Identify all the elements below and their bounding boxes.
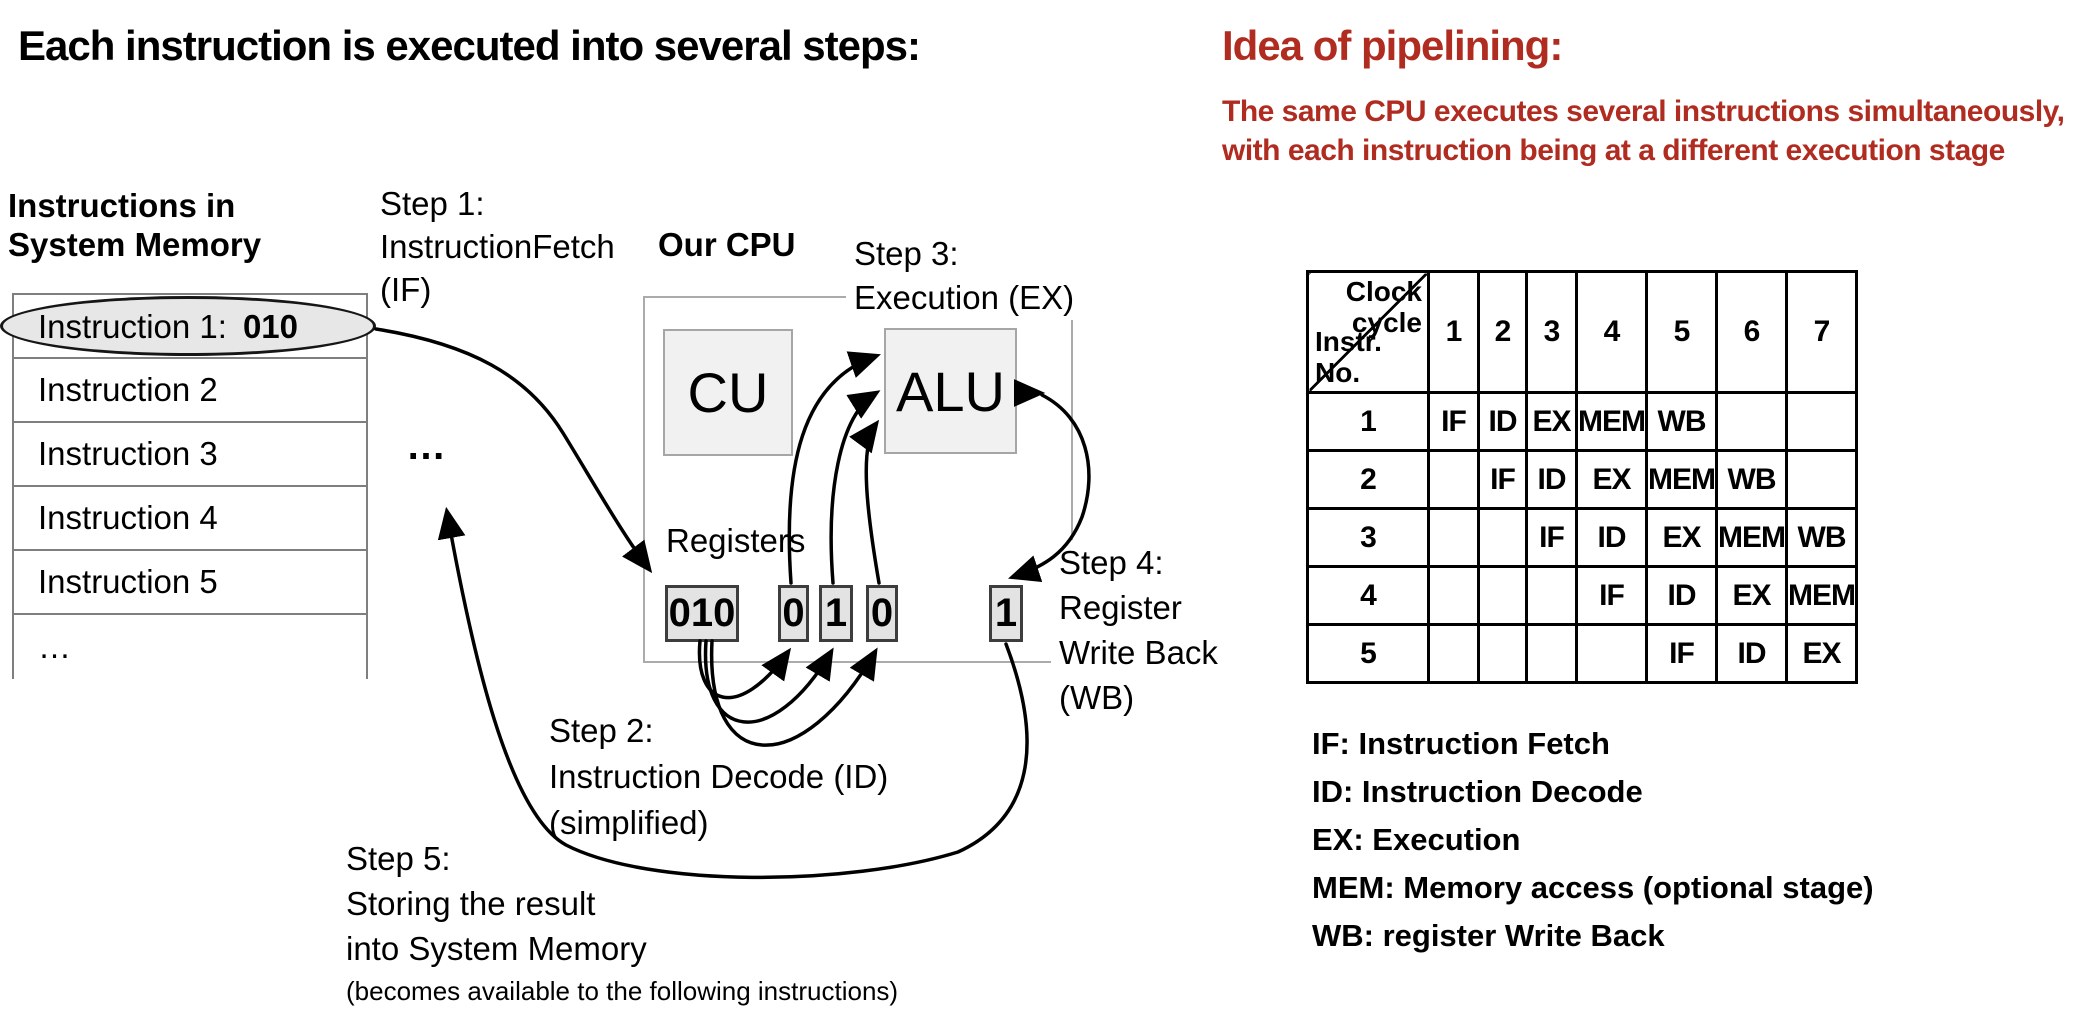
- step1-label: Step 1: InstructionFetch (IF): [380, 185, 615, 308]
- memory-row-instruction-3: Instruction 3: [14, 423, 366, 487]
- subtitle-line-2: with each instruction being at a differe…: [1222, 134, 2005, 167]
- pipelining-title: Idea of pipelining:: [1222, 22, 1563, 69]
- memory-heading-line-2: System Memory: [8, 226, 262, 263]
- register-bit-2: 0: [866, 585, 898, 642]
- memory-row-instruction-5: Instruction 5: [14, 551, 366, 615]
- corner-clock-cycle: Clock cycle: [1345, 276, 1422, 338]
- clock-cycle-7: 7: [1785, 270, 1858, 394]
- left-title: Each instruction is executed into severa…: [18, 22, 921, 69]
- instruction-1-value: 010: [242, 308, 298, 345]
- clock-cycle-6: 6: [1715, 270, 1788, 394]
- legend-id: ID: Instruction Decode: [1312, 774, 1643, 809]
- memory-cpu-ellipsis: …: [406, 424, 446, 468]
- registers-label: Registers: [666, 522, 806, 559]
- clock-cycle-2: 2: [1477, 270, 1528, 394]
- step5-note: (becomes available to the following inst…: [346, 976, 899, 1006]
- legend-if: IF: Instruction Fetch: [1312, 726, 1610, 761]
- memory-row-instruction-2: Instruction 2: [14, 359, 366, 423]
- register-bit-1: 1: [819, 585, 853, 642]
- clock-cycle-4: 4: [1575, 270, 1648, 394]
- legend-ex: EX: Execution: [1312, 822, 1521, 857]
- register-instruction: 010: [665, 585, 739, 642]
- clock-cycle-1: 1: [1427, 270, 1480, 394]
- clock-cycle-3: 3: [1525, 270, 1578, 394]
- legend-mem: MEM: Memory access (optional stage): [1312, 870, 1874, 905]
- system-memory-list: Instruction 2 Instruction 3 Instruction …: [12, 293, 368, 679]
- cpu-title: Our CPU: [658, 226, 796, 263]
- corner-cell: Clock cycle Instr. No.: [1306, 270, 1430, 394]
- step3-label: Step 3: Execution (EX): [846, 232, 1083, 320]
- alu-box: ALU: [884, 328, 1017, 454]
- memory-heading: Instructions in System Memory: [8, 186, 261, 264]
- step5-label: Step 5: Storing the result into System M…: [346, 836, 898, 1011]
- legend-wb: WB: register Write Back: [1312, 918, 1665, 953]
- pipeline-row-4: 4 IF ID EX MEM: [1306, 565, 1858, 626]
- memory-row-instruction-1: [14, 295, 366, 359]
- step4-label: Step 4: Register Write Back (WB): [1051, 540, 1222, 720]
- register-writeback: 1: [989, 585, 1023, 642]
- memory-row-instruction-4: Instruction 4: [14, 487, 366, 551]
- subtitle-line-1: The same CPU executes several instructio…: [1222, 95, 2065, 128]
- pipelining-subtitle: The same CPU executes several instructio…: [1222, 92, 2065, 170]
- step2-label: Step 2: Instruction Decode (ID) (simplif…: [543, 708, 895, 846]
- pipeline-table: Clock cycle Instr. No. 1 2 3 4 5 6 7 1: [1306, 270, 1858, 684]
- pipeline-row-5: 5 IF ID EX: [1306, 623, 1858, 684]
- pipeline-row-3: 3 IF ID EX MEM WB: [1306, 507, 1858, 568]
- pipeline-row-2: 2 IF ID EX MEM WB: [1306, 449, 1858, 510]
- memory-row-ellipsis: …: [38, 628, 71, 665]
- stage-legend: IF: Instruction Fetch ID: Instruction De…: [1312, 720, 1874, 960]
- cu-box: CU: [663, 329, 793, 456]
- instruction-1-label: Instruction 1:: [38, 308, 227, 345]
- clock-cycle-5: 5: [1645, 270, 1718, 394]
- instruction-1-row-text: Instruction 1: 010: [38, 308, 298, 346]
- pipeline-row-1: 1 IF ID EX MEM WB: [1306, 391, 1858, 452]
- instruction-1-highlight-ellipse: [0, 296, 376, 356]
- register-bit-0: 0: [778, 585, 809, 642]
- memory-heading-line-1: Instructions in: [8, 187, 236, 224]
- corner-instr-no: Instr. No.: [1315, 326, 1382, 388]
